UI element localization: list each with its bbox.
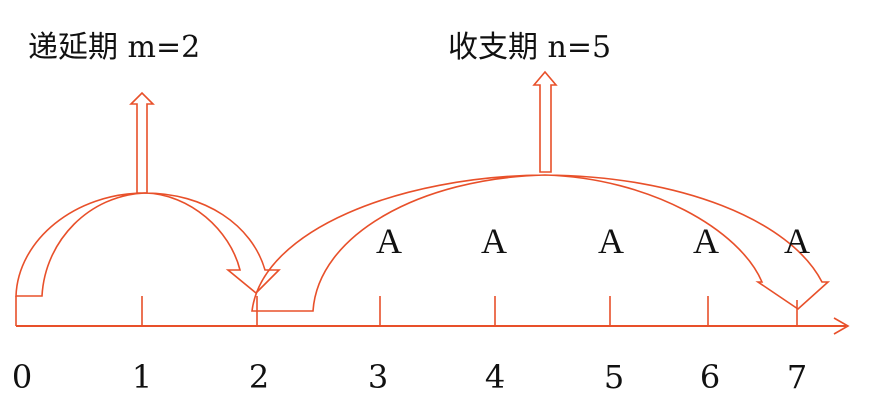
payment-period-label: 收支期 n=5 xyxy=(448,30,612,65)
payment-label: A xyxy=(376,221,402,261)
tick-label: 1 xyxy=(131,358,153,396)
tick-label: 0 xyxy=(11,358,33,396)
time-axis xyxy=(15,296,850,335)
deferral-curved-arrow xyxy=(15,192,281,297)
payment-label: A xyxy=(598,221,624,261)
deferral-up-arrow xyxy=(129,91,155,194)
payment-up-arrow xyxy=(532,70,558,173)
payment-label: A xyxy=(693,221,719,261)
tick-label: 5 xyxy=(603,358,625,396)
deferral-period-label: 递延期 m=2 xyxy=(28,30,201,65)
payment-label: A xyxy=(481,221,507,261)
tick-label: 6 xyxy=(699,358,721,396)
tick-label: 3 xyxy=(367,358,389,396)
tick-label: 4 xyxy=(484,358,506,396)
payment-curved-arrow xyxy=(251,174,831,312)
tick-label: 7 xyxy=(786,358,808,396)
payment-label: A xyxy=(784,221,810,261)
tick-label: 2 xyxy=(248,358,270,396)
